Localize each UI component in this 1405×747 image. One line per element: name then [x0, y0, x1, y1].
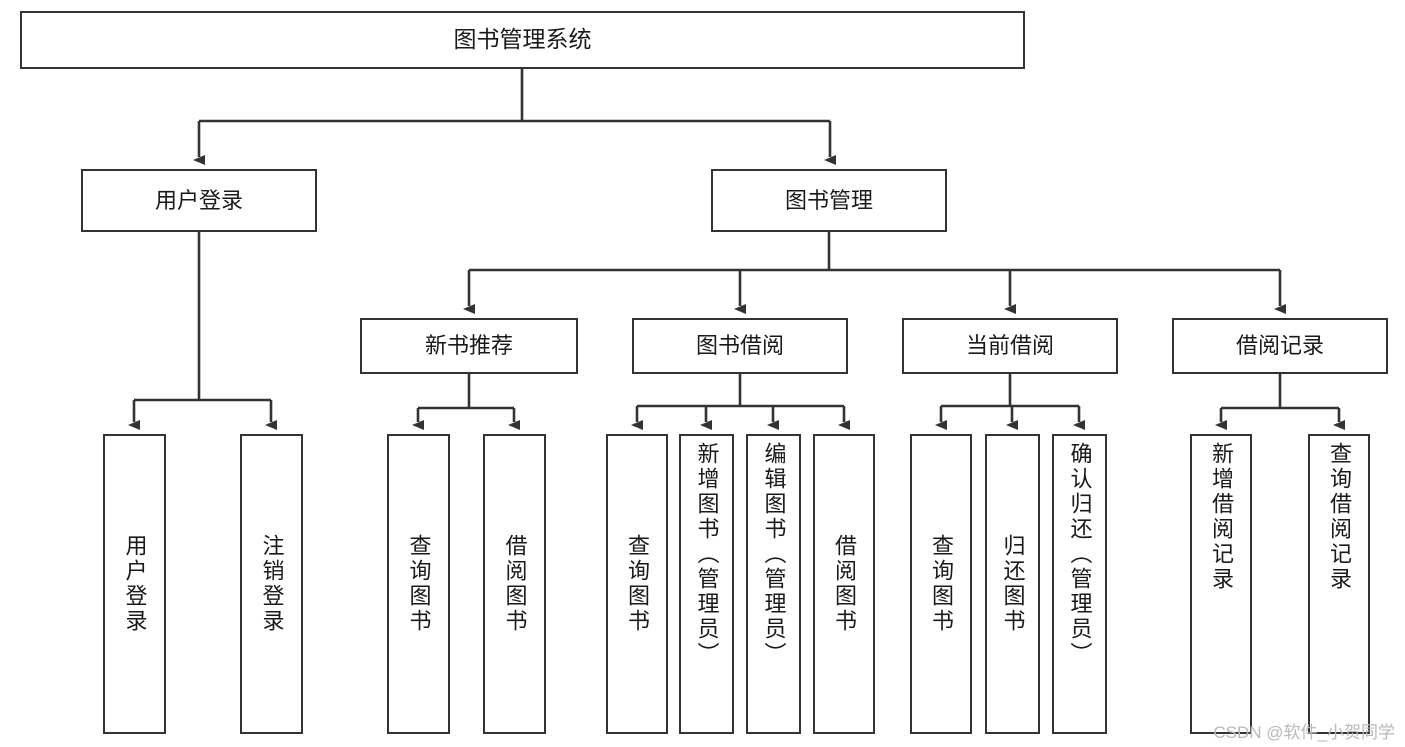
leaf-query-borrow-record[interactable]: 查询借阅记录	[1308, 434, 1370, 734]
leaf-query-book-current[interactable]: 查询图书	[910, 434, 972, 734]
node-book-management[interactable]: 图书管理	[711, 169, 947, 232]
connector-group-new-books	[412, 374, 520, 430]
connector-group-user-login	[128, 232, 277, 430]
leaf-return-book[interactable]: 归还图书	[985, 434, 1040, 734]
node-new-book-recommend-label: 新书推荐	[424, 333, 513, 359]
connector-group-book-borrow	[631, 374, 850, 430]
node-book-borrow-label: 图书借阅	[695, 333, 784, 359]
leaf-query-book-current-label: 查询图书	[928, 534, 954, 634]
leaf-borrow-book-label: 借阅图书	[831, 534, 857, 634]
leaf-confirm-return-admin[interactable]: 确认归还（管理员）	[1052, 434, 1107, 734]
leaf-add-borrow-record[interactable]: 新增借阅记录	[1190, 434, 1252, 734]
connector-group-book-mgmt	[463, 232, 1286, 314]
node-new-book-recommend[interactable]: 新书推荐	[360, 318, 578, 374]
node-user-login-label: 用户登录	[154, 187, 243, 213]
leaf-logout[interactable]: 注销登录	[240, 434, 303, 734]
leaf-edit-book-admin[interactable]: 编辑图书（管理员）	[746, 434, 801, 734]
node-current-borrow[interactable]: 当前借阅	[902, 318, 1118, 374]
leaf-borrow-book[interactable]: 借阅图书	[813, 434, 875, 734]
node-book-borrow[interactable]: 图书借阅	[632, 318, 848, 374]
leaf-query-book-recommend[interactable]: 查询图书	[387, 434, 450, 734]
node-root[interactable]: 图书管理系统	[20, 11, 1025, 69]
leaf-add-book-admin[interactable]: 新增图书（管理员）	[679, 434, 734, 734]
leaf-user-login-label: 用户登录	[122, 534, 148, 634]
connector-group-borrow-record	[1215, 374, 1345, 430]
connector-group-current-borrow	[935, 374, 1085, 430]
leaf-edit-book-admin-label: 编辑图书（管理员）	[761, 442, 787, 667]
watermark: CSDN @软件_小贺同学	[1213, 723, 1395, 742]
leaf-user-login[interactable]: 用户登录	[103, 434, 166, 734]
leaf-query-book-borrow[interactable]: 查询图书	[606, 434, 668, 734]
leaf-query-book-borrow-label: 查询图书	[624, 534, 650, 634]
leaf-confirm-return-admin-label: 确认归还（管理员）	[1067, 442, 1093, 667]
leaf-query-borrow-record-label: 查询借阅记录	[1326, 442, 1352, 592]
leaf-borrow-book-recommend[interactable]: 借阅图书	[483, 434, 546, 734]
node-current-borrow-label: 当前借阅	[965, 333, 1054, 359]
node-user-login[interactable]: 用户登录	[81, 169, 317, 232]
node-borrow-record-label: 借阅记录	[1235, 333, 1324, 359]
connector-group-root	[193, 69, 836, 165]
leaf-logout-label: 注销登录	[259, 534, 285, 634]
leaf-add-book-admin-label: 新增图书（管理员）	[694, 442, 720, 667]
node-borrow-record[interactable]: 借阅记录	[1172, 318, 1388, 374]
leaf-return-book-label: 归还图书	[1000, 534, 1026, 634]
leaf-query-book-recommend-label: 查询图书	[406, 534, 432, 634]
node-book-management-label: 图书管理	[784, 187, 873, 213]
leaf-borrow-book-recommend-label: 借阅图书	[502, 534, 528, 634]
leaf-add-borrow-record-label: 新增借阅记录	[1208, 442, 1234, 592]
node-root-label: 图书管理系统	[453, 26, 592, 53]
